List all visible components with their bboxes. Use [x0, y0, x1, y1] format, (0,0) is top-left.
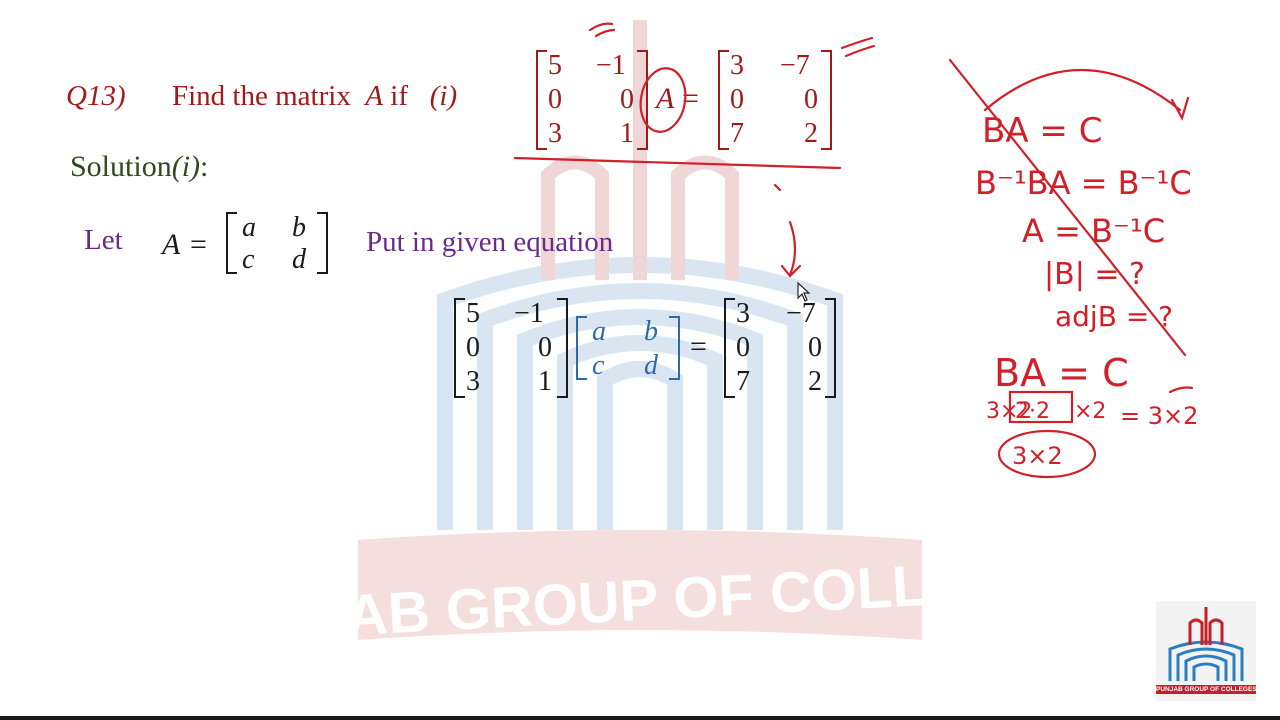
equation-mid-matrix: a b c d — [576, 316, 680, 381]
let-equals: = — [190, 228, 207, 261]
put-in-equation-text: Put in given equation — [366, 226, 614, 258]
solution-heading: Solution(i): — [70, 150, 209, 183]
logo-caption: PUNJAB GROUP OF COLLEGES — [1156, 685, 1257, 694]
question-matrix-c: 3 −7 0 0 7 2 — [718, 50, 832, 150]
equation-right-matrix: 3 −7 0 0 7 2 — [724, 298, 836, 398]
let-label: Let — [84, 224, 123, 256]
question-if: if — [390, 80, 409, 112]
question-variable: A — [365, 80, 384, 112]
let-variable: A — [162, 228, 181, 261]
college-logo: PUNJAB GROUP OF COLLEGES — [1156, 601, 1257, 701]
equation-left-matrix: 5 −1 0 0 3 1 — [454, 298, 568, 398]
equation-equals: = — [690, 330, 707, 363]
question-label: Q13) — [66, 80, 126, 112]
bottom-border — [0, 716, 1280, 720]
question-matrix-a-symbol: A — [656, 82, 675, 115]
question-part: (i) — [429, 80, 458, 112]
let-matrix-a: a b c d — [226, 212, 328, 275]
question-matrix-b: 5 −1 0 0 3 1 — [536, 50, 648, 150]
mouse-cursor-icon — [797, 282, 811, 302]
question-prefix: Find the matrix — [172, 80, 351, 112]
question-equals: = — [682, 82, 699, 115]
question-text: Find the matrix A if (i) — [172, 80, 457, 113]
